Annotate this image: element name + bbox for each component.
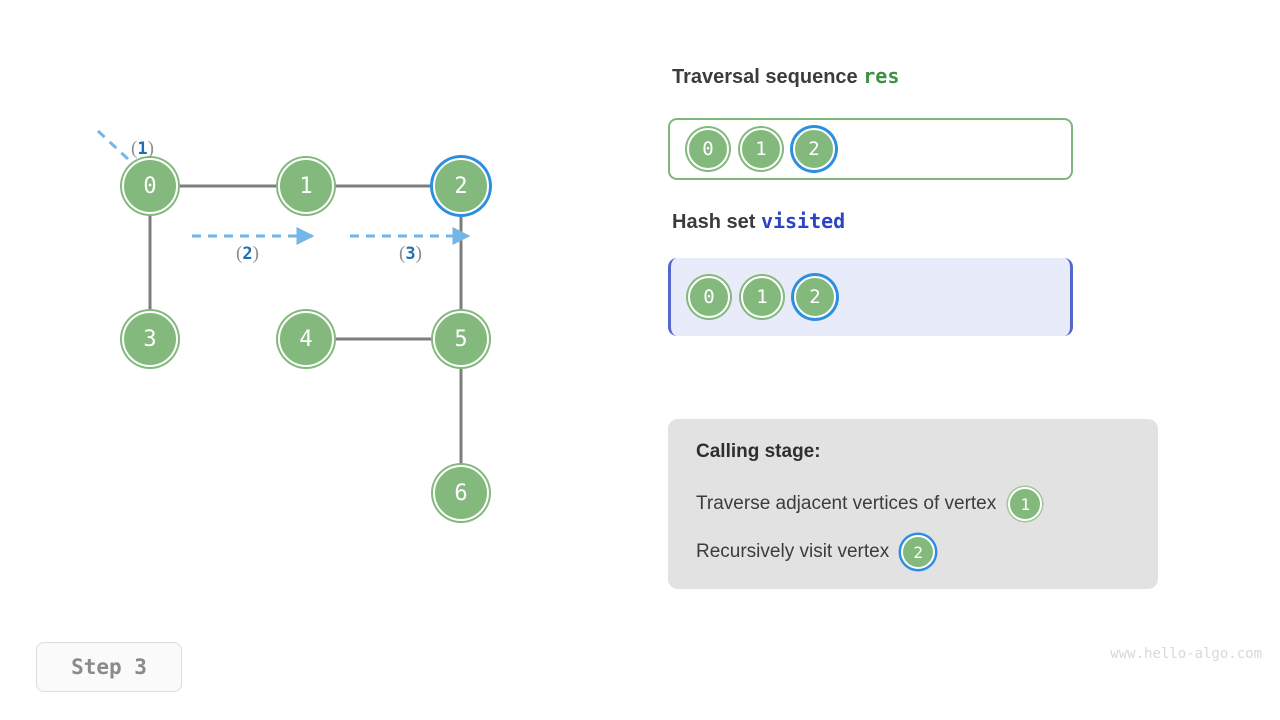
res-section-title: Traversal sequence res <box>672 64 899 89</box>
graph-panel: 0 1 2 3 4 5 6 (1) (2) (3) <box>0 0 640 620</box>
visited-title-text: Hash set <box>672 211 756 233</box>
calling-stage-vertex-badge: 1 <box>1008 487 1043 521</box>
graph-vertex-1[interactable]: 1 <box>278 158 334 214</box>
graph-vertex-0[interactable]: 0 <box>122 158 178 214</box>
visited-item-0: 0 <box>688 276 730 318</box>
step-indicator: Step 3 <box>36 642 182 692</box>
calling-stage-line-1: Recursively visit vertex 2 <box>696 535 1132 569</box>
graph-vertex-5[interactable]: 5 <box>433 311 489 367</box>
visited-section-title: Hash set visited <box>672 209 845 234</box>
watermark: www.hello-algo.com <box>1110 646 1262 662</box>
graph-vertex-6[interactable]: 6 <box>433 465 489 521</box>
traversal-step-label: (2) <box>236 243 259 264</box>
visited-item-2: 2 <box>794 276 836 318</box>
traversal-step-label: (1) <box>131 138 154 159</box>
res-item-0: 0 <box>687 128 729 170</box>
graph-edges-layer <box>96 129 471 465</box>
calling-stage-line-0: Traverse adjacent vertices of vertex 1 <box>696 487 1132 521</box>
res-item-2: 2 <box>793 128 835 170</box>
res-code-label: res <box>863 64 900 88</box>
calling-stage-text: Recursively visit vertex <box>696 541 890 562</box>
graph-vertex-4[interactable]: 4 <box>278 311 334 367</box>
calling-stage-heading: Calling stage: <box>696 441 821 462</box>
traversal-step-label: (3) <box>399 243 422 264</box>
calling-stage-vertex-badge: 2 <box>901 535 936 569</box>
graph-vertex-2[interactable]: 2 <box>433 158 489 214</box>
graph-vertex-3[interactable]: 3 <box>122 311 178 367</box>
visited-code-label: visited <box>760 209 846 233</box>
visited-item-1: 1 <box>741 276 783 318</box>
calling-stage-text: Traverse adjacent vertices of vertex <box>696 493 997 514</box>
calling-stage-panel: Calling stage: Traverse adjacent vertice… <box>668 419 1158 589</box>
res-title-text: Traversal sequence <box>672 66 858 88</box>
res-item-1: 1 <box>740 128 782 170</box>
